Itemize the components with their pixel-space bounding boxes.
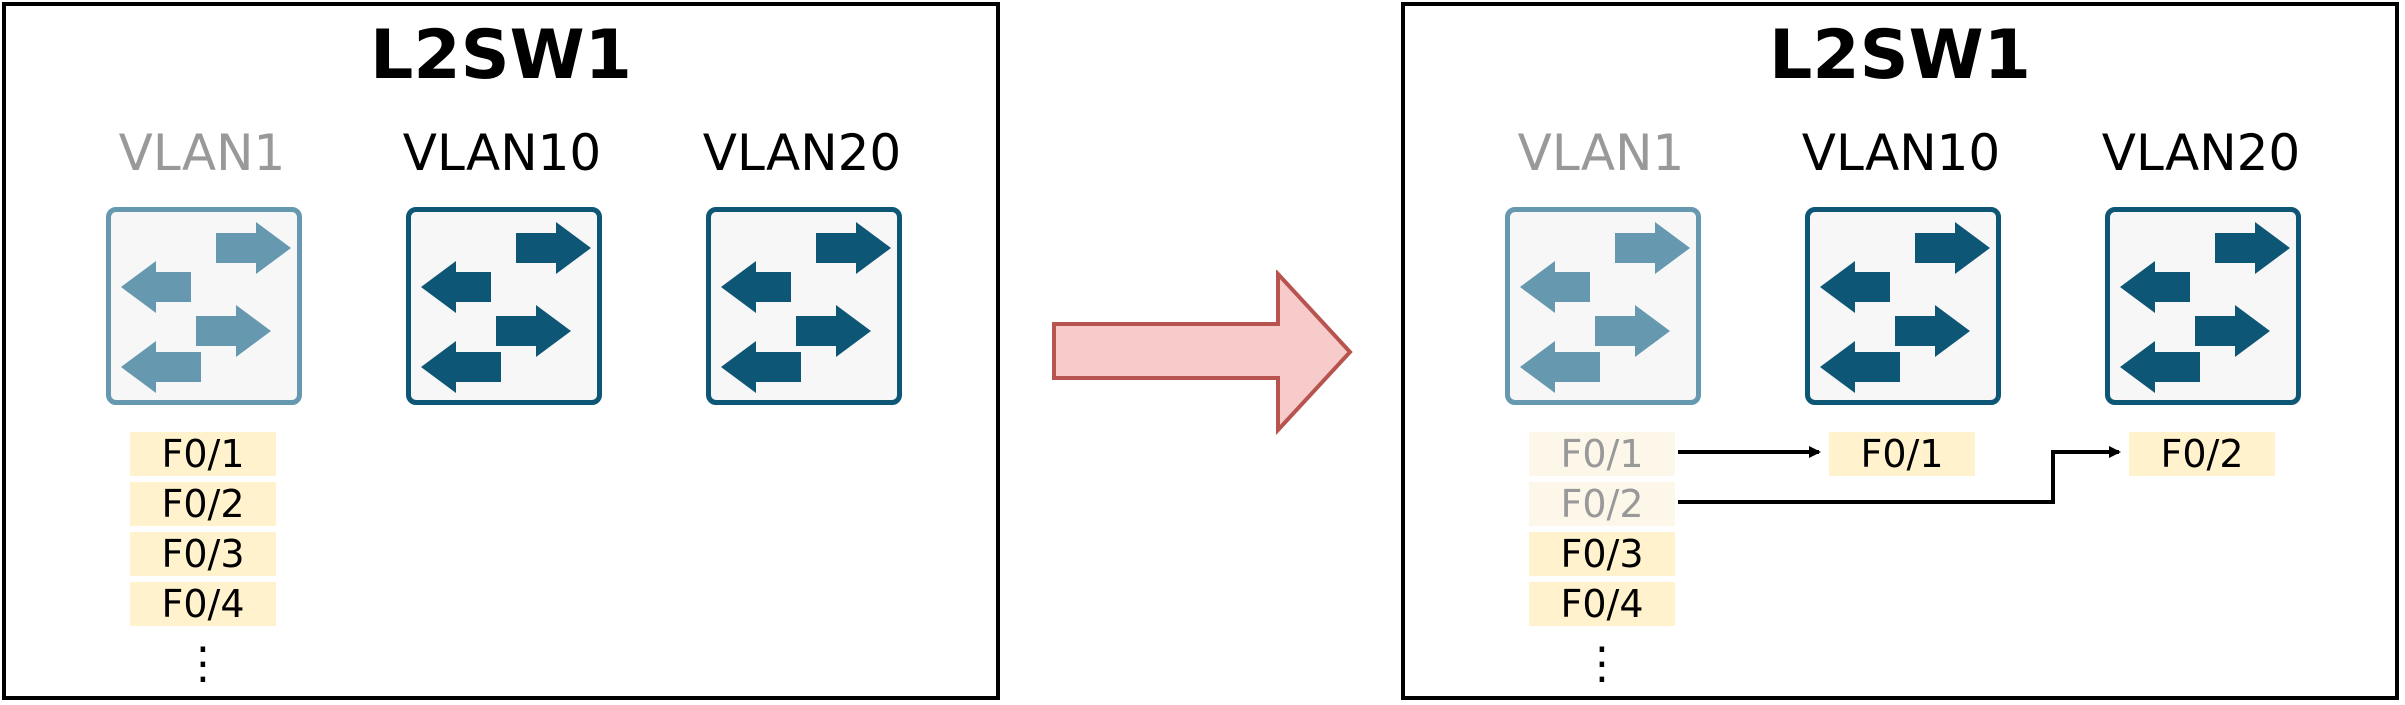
switch-title: L2SW1 — [1769, 16, 2031, 95]
more-ports-ellipsis: ⋮ — [1580, 638, 1624, 689]
vlan10-switch — [406, 207, 602, 405]
vlan-label-vlan10: VLAN10 — [1801, 124, 2001, 182]
right-arrow-icon — [1052, 270, 1353, 436]
switch-arrows-icon — [2120, 222, 2290, 393]
vlan-label-vlan1: VLAN1 — [1517, 124, 1685, 182]
vlan20-port: F0/2 — [2129, 432, 2275, 476]
switch-arrows-icon — [1820, 222, 1990, 393]
port-f0-3: F0/3 — [130, 532, 276, 576]
vlan-label-vlan20: VLAN20 — [702, 124, 902, 182]
vlan-label-vlan20: VLAN20 — [2101, 124, 2301, 182]
port-f0-2: F0/2 — [130, 482, 276, 526]
switch-arrows-icon — [721, 222, 891, 393]
more-ports-ellipsis: ⋮ — [181, 638, 225, 689]
panel-after: L2SW1 VLAN1 VLAN10 VLAN20 — [1401, 2, 2399, 700]
port-f0-1: F0/1 — [130, 432, 276, 476]
port-f0-4: F0/4 — [1529, 582, 1675, 626]
vlan20-switch — [706, 207, 902, 405]
vlan-label-vlan1: VLAN1 — [118, 124, 286, 182]
port-f0-1-moved: F0/1 — [1529, 432, 1675, 476]
vlan10-switch — [1805, 207, 2001, 405]
port-f0-4: F0/4 — [130, 582, 276, 626]
switch-title: L2SW1 — [370, 16, 632, 95]
vlan-label-vlan10: VLAN10 — [402, 124, 602, 182]
vlan1-switch — [1505, 207, 1701, 405]
panel-before: L2SW1 VLAN1 VLAN10 VLAN20 — [2, 2, 1000, 700]
vlan10-port: F0/1 — [1829, 432, 1975, 476]
port-f0-2-moved: F0/2 — [1529, 482, 1675, 526]
vlan1-switch — [106, 207, 302, 405]
switch-arrows-icon — [1520, 222, 1690, 393]
port-f0-3: F0/3 — [1529, 532, 1675, 576]
switch-arrows-icon — [421, 222, 591, 393]
switch-arrows-icon — [121, 222, 291, 393]
vlan20-switch — [2105, 207, 2301, 405]
